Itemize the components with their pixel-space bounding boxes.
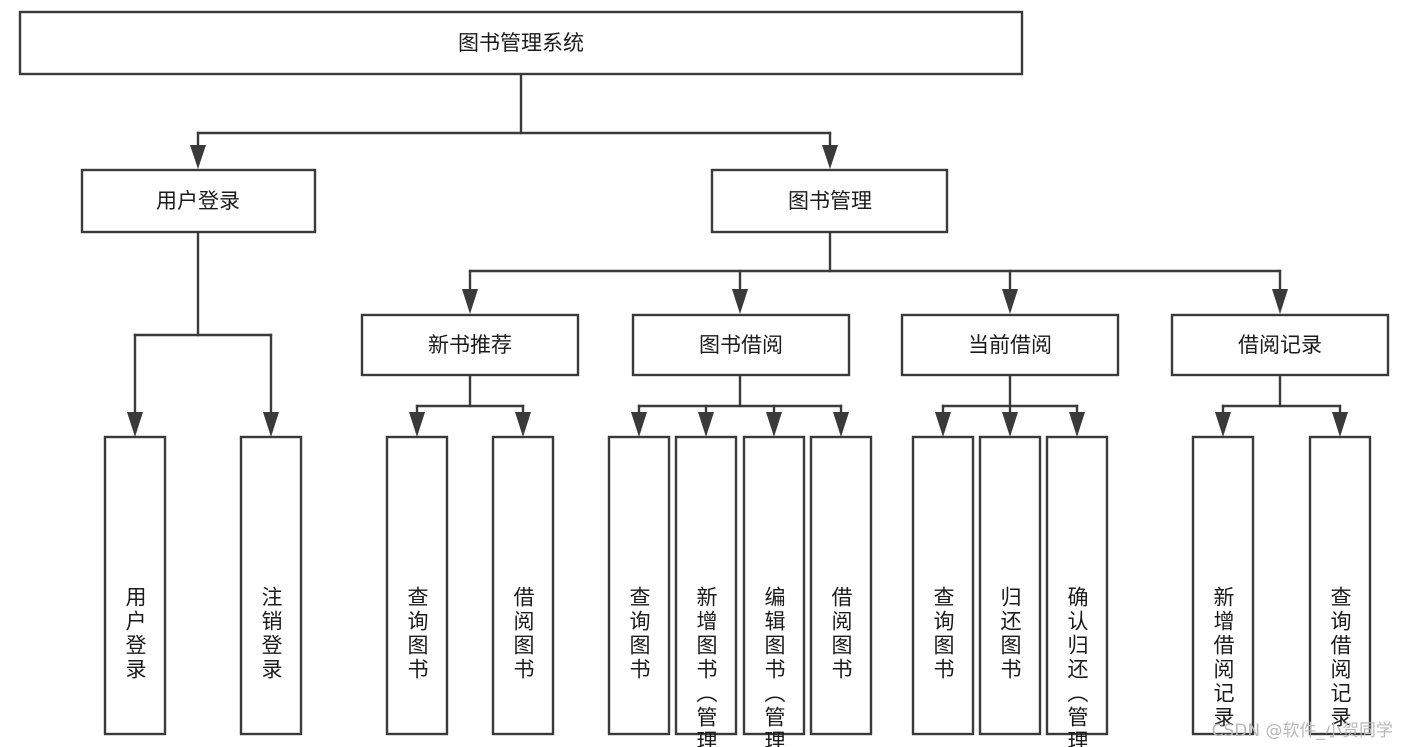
node-book-management[interactable]: 图书管理: [710, 168, 949, 234]
leaf-current-borrow-2[interactable]: 归还图书: [978, 435, 1042, 736]
leaf-current-borrow-3-label: 确认归还（管理员）: [1065, 586, 1089, 747]
leaf-current-borrow-1-label: 查询图书: [931, 586, 955, 682]
leaf-user-login-2-box[interactable]: [239, 435, 303, 736]
leaf-book-borrow-4[interactable]: 借阅图书: [809, 435, 873, 736]
leaf-new-book-1-box[interactable]: [385, 435, 449, 736]
arrow-login-leaf2: [263, 412, 279, 437]
arrow-borrowrecord-l1: [1215, 412, 1231, 437]
connector-group-root: [190, 73, 838, 169]
node-current-borrow[interactable]: 当前借阅: [900, 313, 1120, 377]
arrow-bookmgmt-c4: [1272, 289, 1288, 314]
leaf-user-login-1-box[interactable]: [103, 435, 167, 736]
leaf-book-borrow-2-box[interactable]: [674, 435, 738, 736]
leaf-borrow-record-2[interactable]: 查询借阅记录: [1308, 435, 1372, 736]
arrow-currentborrow-l2: [1002, 412, 1018, 437]
arrow-bookborrow-l4: [833, 412, 849, 437]
node-new-book-recommend[interactable]: 新书推荐: [360, 313, 580, 377]
node-new-book-recommend-box[interactable]: [360, 313, 580, 377]
leaf-new-book-1[interactable]: 查询图书: [385, 435, 449, 736]
node-book-borrow-box[interactable]: [631, 313, 851, 377]
node-book-borrow-label: 图书借阅: [699, 333, 783, 357]
connector-group-current-borrow: [935, 373, 1085, 437]
arrow-bookmgmt-c2: [732, 289, 748, 314]
leaf-book-borrow-3-box[interactable]: [742, 435, 806, 736]
leaf-new-book-2-label: 借阅图书: [511, 586, 535, 682]
leaf-current-borrow-2-box[interactable]: [978, 435, 1042, 736]
leaf-borrow-record-2-label: 查询借阅记录: [1328, 586, 1352, 730]
node-current-borrow-label: 当前借阅: [968, 333, 1052, 357]
arrow-bookborrow-l1: [631, 412, 647, 437]
node-borrow-record-label: 借阅记录: [1238, 333, 1322, 357]
leaf-new-book-2-box[interactable]: [491, 435, 555, 736]
arrow-root-to-bookmgmt: [822, 145, 838, 169]
connector-group-user-login: [127, 230, 279, 437]
leaf-new-book-2[interactable]: 借阅图书: [491, 435, 555, 736]
arrow-newbook-l2: [515, 412, 531, 437]
node-root-box[interactable]: [18, 10, 1024, 76]
leaf-user-login-2-label: 注销登录: [259, 586, 283, 682]
node-user-login-label: 用户登录: [156, 189, 240, 213]
arrow-currentborrow-l3: [1069, 412, 1085, 437]
arrow-borrowrecord-l2: [1332, 412, 1348, 437]
leaf-book-borrow-1[interactable]: 查询图书: [607, 435, 671, 736]
leaf-borrow-record-1[interactable]: 新增借阅记录: [1191, 435, 1255, 736]
leaf-current-borrow-1[interactable]: 查询图书: [911, 435, 975, 736]
leaf-current-borrow-2-label: 归还图书: [998, 586, 1022, 682]
node-book-management-label: 图书管理: [788, 189, 872, 213]
node-book-management-box[interactable]: [710, 168, 949, 234]
node-user-login-box[interactable]: [80, 168, 317, 234]
leaf-book-borrow-1-label: 查询图书: [627, 586, 651, 682]
node-current-borrow-box[interactable]: [900, 313, 1120, 377]
arrow-bookborrow-l2: [698, 412, 714, 437]
node-borrow-record[interactable]: 借阅记录: [1170, 313, 1390, 377]
leaf-book-borrow-3[interactable]: 编辑图书（管理员）: [742, 435, 806, 747]
leaf-book-borrow-3-label: 编辑图书（管理员）: [762, 586, 786, 747]
arrow-bookmgmt-c1: [462, 289, 478, 314]
arrow-bookmgmt-c3: [1002, 289, 1018, 314]
leaf-current-borrow-3-box[interactable]: [1045, 435, 1109, 736]
arrow-login-leaf1: [127, 412, 143, 437]
leaf-book-borrow-1-box[interactable]: [607, 435, 671, 736]
leaf-user-login-1[interactable]: 用户登录: [103, 435, 167, 736]
leaf-borrow-record-1-label: 新增借阅记录: [1211, 586, 1235, 730]
arrow-newbook-l1: [409, 412, 425, 437]
connector-group-borrow-record: [1215, 373, 1348, 437]
connector-group-book-borrow: [631, 373, 849, 437]
leaf-borrow-record-2-box[interactable]: [1308, 435, 1372, 736]
node-root-label: 图书管理系统: [458, 31, 584, 55]
leaf-user-login-1-label: 用户登录: [123, 586, 147, 682]
leaf-user-login-2[interactable]: 注销登录: [239, 435, 303, 736]
connector-group-book-mgmt: [462, 230, 1288, 314]
node-new-book-recommend-label: 新书推荐: [428, 333, 512, 357]
node-book-borrow[interactable]: 图书借阅: [631, 313, 851, 377]
arrow-bookborrow-l3: [766, 412, 782, 437]
leaf-current-borrow-3[interactable]: 确认归还（管理员）: [1045, 435, 1109, 747]
leaf-book-borrow-4-box[interactable]: [809, 435, 873, 736]
leaf-new-book-1-label: 查询图书: [405, 586, 429, 682]
connector-group-new-book: [409, 373, 531, 437]
leaf-book-borrow-4-label: 借阅图书: [829, 586, 853, 682]
leaf-book-borrow-2-label: 新增图书（管理员）: [694, 586, 718, 747]
leaf-book-borrow-2[interactable]: 新增图书（管理员）: [674, 435, 738, 747]
leaf-current-borrow-1-box[interactable]: [911, 435, 975, 736]
node-borrow-record-box[interactable]: [1170, 313, 1390, 377]
leaf-borrow-record-1-box[interactable]: [1191, 435, 1255, 736]
arrow-currentborrow-l1: [935, 412, 951, 437]
arrow-root-to-login: [190, 145, 206, 169]
node-root-system[interactable]: 图书管理系统: [18, 10, 1024, 76]
node-user-login[interactable]: 用户登录: [80, 168, 317, 234]
